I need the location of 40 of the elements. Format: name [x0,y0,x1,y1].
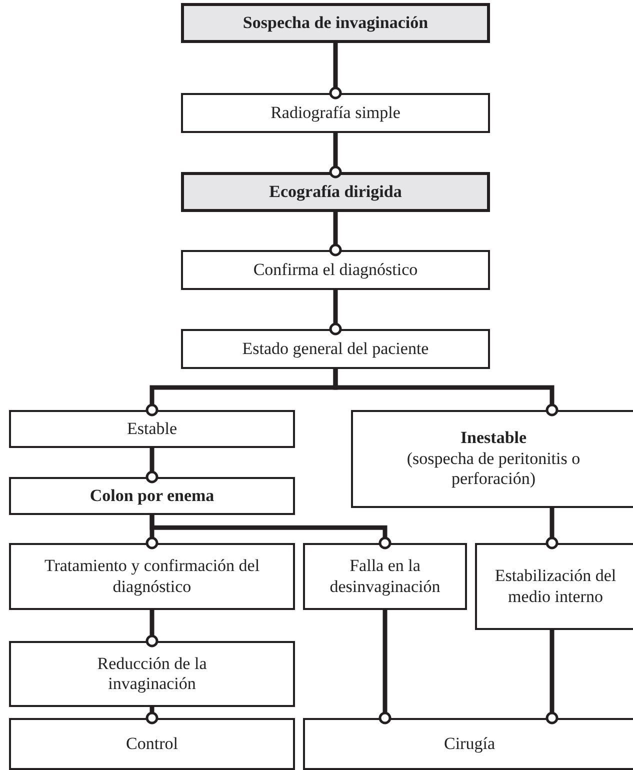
box-label: Sospecha de invaginación [242,12,430,34]
process-box [181,3,490,43]
connector [546,508,558,550]
connector [329,290,342,336]
box-label: Control [125,734,179,754]
connector [333,369,558,416]
box-label: Reducción de la invaginación [96,654,208,694]
connector [146,707,158,724]
process-box [181,93,490,133]
box-label: Tratamiento y confirmación del diagnóstico [43,556,261,597]
box-label: Cirugía [443,734,496,754]
connector [329,212,342,256]
box-label: Estado general del paciente [241,338,430,360]
box-label: Colon por enema [88,486,216,506]
box-label: Estabilización del medio interno [494,566,618,607]
connector [329,43,342,100]
process-box [9,641,295,707]
process-box [9,410,295,448]
box-label: Radiografía simple [270,102,402,124]
process-box [351,410,633,508]
box-label: Inestable [459,428,528,449]
process-box [9,543,295,610]
box-label: Ecografía dirigida [268,182,403,202]
box-label: Confirma el diagnóstico [252,260,419,280]
box-note: (sospecha de peritonitis o perforación) [406,448,582,490]
box-label: Estable [126,418,178,440]
connector [546,630,558,724]
process-box [475,543,633,630]
connector [378,610,392,724]
connector [146,610,158,648]
process-box [9,477,295,515]
process-box [9,718,295,770]
process-box [181,329,490,369]
connector [329,133,342,178]
connector [150,515,392,550]
process-box [181,172,490,212]
box-label: Falla en la desinvaginación [328,556,442,597]
process-box [181,250,490,290]
process-box [303,543,467,610]
process-box [303,718,633,770]
